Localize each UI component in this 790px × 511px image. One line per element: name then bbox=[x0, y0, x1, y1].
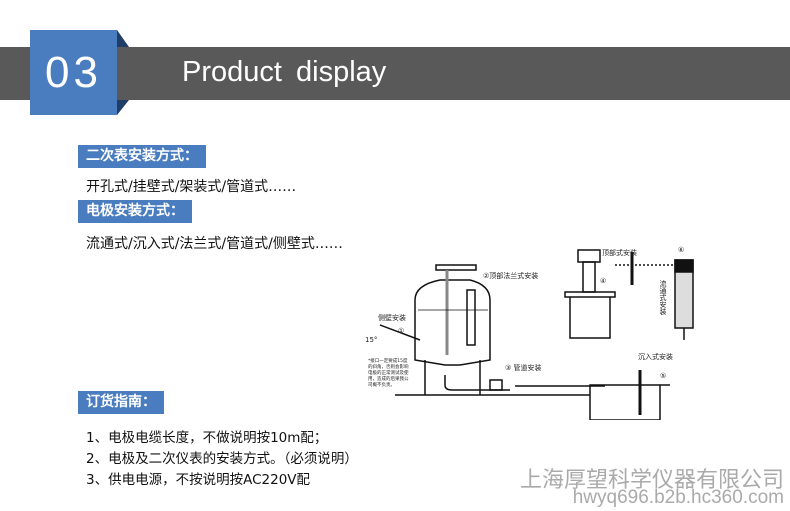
watermark-company: 上海厚望科学仪器有限公司 bbox=[519, 468, 784, 493]
label-immersion: 沉入式安装 bbox=[638, 352, 673, 361]
label-top-num: ④ bbox=[600, 277, 606, 285]
label-side-wall: 侧壁安装 bbox=[378, 313, 406, 322]
fold-decoration bbox=[117, 30, 129, 47]
list-item: 1、电极电缆长度，不做说明按10m配； bbox=[86, 430, 328, 446]
diagram-note-line: 司概不负责。 bbox=[368, 381, 395, 388]
electrode-install-methods: 流通式/沉入式/法兰式/管道式/侧壁式…… bbox=[86, 236, 343, 252]
list-item: 3、供电电源，不按说明按AC220V配 bbox=[86, 472, 311, 488]
diagram-note: *接口一定要成15度 的斜角，否则会影响 电极的正常测试及使 用，造成的后果我公… bbox=[368, 357, 409, 388]
page-title: Product display bbox=[182, 56, 387, 88]
label-immersion-num: ⑤ bbox=[660, 372, 666, 380]
list-item: 2、电极及二次仪表的安装方式。（必须说明） bbox=[86, 451, 358, 467]
label-flow: 流通式安装 bbox=[659, 279, 667, 316]
section-tag-meter-install: 二次表安装方式： bbox=[78, 145, 206, 168]
section-tag-ordering-guide: 订货指南： bbox=[78, 391, 164, 414]
installation-diagram: ②顶部法兰式安装 侧壁安装 ① 15° ③ 管道安装 顶部式安装 ④ ⑥ 流通式… bbox=[365, 246, 694, 420]
section-number: 03 bbox=[30, 30, 117, 115]
section-tag-electrode-install: 电极安装方式： bbox=[78, 200, 192, 223]
fold-decoration bbox=[117, 100, 129, 115]
watermark-url: hwyq696.b2b.hc360.com bbox=[572, 487, 784, 508]
diagram-note-line: 的斜角，否则会影响 bbox=[368, 363, 409, 370]
diagram-note-line: *接口一定要成15度 bbox=[368, 357, 408, 364]
header-bar bbox=[0, 47, 790, 100]
label-top-type: 顶部式安装 bbox=[602, 248, 637, 257]
ordering-guide-list: 1、电极电缆长度，不做说明按10m配； 2、电极及二次仪表的安装方式。（必须说明… bbox=[86, 428, 358, 491]
diagram-note-line: 电极的正常测试及使 bbox=[368, 369, 409, 376]
label-pipe: ③ 管道安装 bbox=[505, 363, 542, 372]
label-top-flange: ②顶部法兰式安装 bbox=[483, 271, 538, 280]
label-flow-num: ⑥ bbox=[678, 246, 684, 254]
meter-install-methods: 开孔式/挂壁式/架装式/管道式…… bbox=[86, 179, 297, 195]
label-angle: 15° bbox=[365, 336, 377, 344]
label-side-num: ① bbox=[398, 327, 404, 335]
diagram-note-line: 用，造成的后果我公 bbox=[368, 375, 409, 382]
